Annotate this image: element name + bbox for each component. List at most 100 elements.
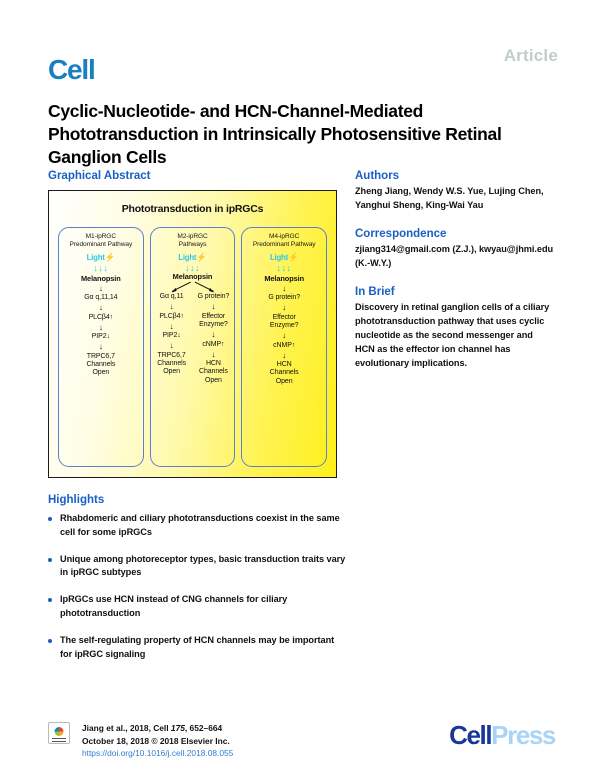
pathway-chain: Melanopsin ↓ Gα q,11,14 ↓ PLCβ4↑ ↓ PIP2↓… bbox=[81, 273, 121, 378]
graphical-abstract-heading: Graphical Abstract bbox=[48, 170, 151, 182]
in-brief-heading: In Brief bbox=[355, 285, 395, 298]
pathway-chain: Melanopsin ↓ G protein? ↓ Effector Enzym… bbox=[264, 273, 304, 387]
light-arrows-icon: ↓↓↓ bbox=[276, 263, 292, 274]
light-arrows-icon: ↓↓↓ bbox=[185, 263, 200, 274]
citation-volume: 175 bbox=[170, 723, 185, 733]
light-text: Light bbox=[269, 253, 289, 263]
pathway-node: G protein? bbox=[268, 294, 301, 302]
down-arrow-icon: ↓ bbox=[282, 350, 287, 360]
lightning-bolt-icon: ⚡ bbox=[196, 252, 207, 263]
down-arrow-icon: ↓ bbox=[282, 303, 287, 313]
branch-arrows-icon bbox=[151, 281, 235, 293]
list-item: Unique among photoreceptor types, basic … bbox=[48, 553, 348, 581]
pathway-node: Gα q,11,14 bbox=[84, 294, 118, 302]
crossmark-bar bbox=[52, 738, 66, 740]
footer-citation-block: Jiang et al., 2018, Cell 175, 652–664 Oc… bbox=[48, 722, 233, 760]
in-brief-block: In Brief Discovery in retinal ganglion c… bbox=[355, 286, 555, 371]
crossmark-dot bbox=[54, 727, 64, 736]
pathway-node: Melanopsin bbox=[81, 273, 121, 283]
authors-heading: Authors bbox=[355, 170, 400, 182]
highlights-heading: Highlights bbox=[48, 494, 105, 506]
authors-block: Authors Zheng Jiang, Wendy W.S. Yue, Luj… bbox=[355, 170, 555, 213]
down-arrow-icon: ↓ bbox=[211, 302, 216, 312]
down-arrow-icon: ↓ bbox=[169, 302, 174, 312]
authors-list: Zheng Jiang, Wendy W.S. Yue, Lujing Chen… bbox=[355, 186, 544, 210]
bullet-icon bbox=[48, 517, 52, 521]
down-arrow-icon: ↓ bbox=[211, 330, 216, 340]
article-type-label: Article bbox=[503, 46, 558, 65]
down-arrow-icon: ↓ bbox=[211, 349, 216, 359]
branch-container: Gα q,11 ↓ PLCβ4↑ ↓ PIP2↓ ↓ TRPC6,7 Chann… bbox=[151, 293, 235, 385]
light-text: Light bbox=[86, 253, 105, 263]
cellpress-logo-cell: Cell bbox=[449, 720, 492, 750]
graphical-abstract-figure: Phototransduction in ipRGCs M1-ipRGC Pre… bbox=[48, 190, 337, 478]
list-item: The self-regulating property of HCN chan… bbox=[48, 634, 348, 662]
pathway-node: Effector Enzyme? bbox=[199, 312, 228, 329]
highlights-list: Rhabdomeric and ciliary phototransductio… bbox=[48, 512, 348, 674]
bullet-icon bbox=[48, 598, 52, 603]
lightning-bolt-icon: ⚡ bbox=[288, 252, 299, 263]
down-arrow-icon: ↓ bbox=[98, 342, 103, 352]
cellpress-logo-press: Press bbox=[491, 720, 556, 750]
doi-link[interactable]: https://doi.org/10.1016/j.cell.2018.08.0… bbox=[82, 748, 234, 759]
down-arrow-icon: ↓ bbox=[98, 283, 103, 293]
pathway-panel-m1: M1-ipRGC Predominant Pathway Light⚡ ↓↓↓ … bbox=[58, 227, 144, 467]
pathway-node: Effector Enzyme? bbox=[269, 313, 299, 330]
lightning-bolt-icon: ⚡ bbox=[104, 252, 116, 263]
correspondence-heading: Correspondence bbox=[355, 227, 447, 240]
branch-right-ciliary: G protein? ↓ Effector Enzyme? ↓ cNMP↑ ↓ … bbox=[193, 293, 235, 385]
correspondence-emails[interactable]: zjiang314@gmail.com (Z.J.), kwyau@jhmi.e… bbox=[355, 243, 554, 268]
pathway-node: TRPC6,7 Channels Open bbox=[86, 352, 116, 377]
down-arrow-icon: ↓ bbox=[169, 341, 174, 351]
list-item: IpRGCs use HCN instead of CNG channels f… bbox=[48, 593, 348, 621]
list-item: Rhabdomeric and ciliary phototransductio… bbox=[48, 512, 348, 540]
crossmark-bar bbox=[52, 741, 66, 743]
light-stimulus-label: Light⚡ bbox=[178, 252, 207, 263]
pathway-node: Melanopsin bbox=[264, 273, 304, 283]
highlight-text: Unique among photoreceptor types, basic … bbox=[60, 553, 346, 578]
pathway-panels: M1-ipRGC Predominant Pathway Light⚡ ↓↓↓ … bbox=[58, 227, 328, 467]
panel-heading: M4-ipRGC Predominant Pathway bbox=[252, 233, 316, 249]
pathway-panel-m2: M2-ipRGC Pathways Light⚡ ↓↓↓ Melanopsin bbox=[149, 227, 236, 467]
pathway-node: G protein? bbox=[197, 293, 230, 301]
highlight-text: The self-regulating property of HCN chan… bbox=[60, 634, 335, 659]
pathway-node: PLCβ4↑ bbox=[88, 313, 114, 321]
pathway-node: PIP2↓ bbox=[162, 332, 181, 340]
pathway-node: cNMP↑ bbox=[273, 341, 296, 349]
metadata-column: Authors Zheng Jiang, Wendy W.S. Yue, Luj… bbox=[355, 170, 555, 386]
branch-left-rhabdomeric: Gα q,11 ↓ PLCβ4↑ ↓ PIP2↓ ↓ TRPC6,7 Chann… bbox=[151, 293, 193, 385]
panel-heading: M2-ipRGC Pathways bbox=[177, 233, 208, 249]
in-brief-text: Discovery in retinal ganglion cells of a… bbox=[355, 301, 550, 368]
cell-journal-logo: Cell bbox=[48, 54, 96, 85]
down-arrow-icon: ↓ bbox=[282, 331, 287, 341]
citation-pages: , 652–664 bbox=[184, 723, 223, 733]
pathway-node: HCN Channels Open bbox=[269, 361, 299, 385]
bullet-icon bbox=[48, 557, 52, 562]
pathway-node: cNMP↑ bbox=[202, 340, 225, 348]
pathway-panel-m4: M4-ipRGC Predominant Pathway Light⚡ ↓↓↓ … bbox=[241, 227, 328, 467]
highlight-text: IpRGCs use HCN instead of CNG channels f… bbox=[60, 594, 288, 618]
highlight-text: Rhabdomeric and ciliary phototransductio… bbox=[60, 513, 340, 537]
figure-title: Phototransduction in ipRGCs bbox=[121, 203, 264, 215]
down-arrow-icon: ↓ bbox=[98, 322, 103, 332]
citation-prefix: Jiang et al., 2018, Cell bbox=[82, 723, 171, 733]
pathway-node: Gα q,11 bbox=[159, 293, 184, 301]
light-text: Light bbox=[178, 253, 197, 263]
citation-line-2: October 18, 2018 © 2018 Elsevier Inc. bbox=[82, 735, 230, 746]
pathway-node: PLCβ4↑ bbox=[159, 312, 184, 320]
light-arrows-icon: ↓↓↓ bbox=[93, 263, 109, 274]
light-stimulus-label: Light⚡ bbox=[269, 252, 299, 263]
down-arrow-icon: ↓ bbox=[98, 303, 103, 313]
down-arrow-icon: ↓ bbox=[169, 321, 174, 331]
down-arrow-icon: ↓ bbox=[282, 283, 287, 293]
page-title: Cyclic-Nucleotide- and HCN-Channel-Media… bbox=[48, 101, 502, 168]
panel-heading: M1-ipRGC Predominant Pathway bbox=[69, 233, 133, 249]
cellpress-logo: CellPress bbox=[449, 720, 556, 750]
pathway-root-node: Melanopsin bbox=[172, 271, 213, 281]
crossmark-logo-icon bbox=[48, 722, 70, 744]
pathway-node: HCN Channels Open bbox=[199, 360, 228, 384]
bullet-icon bbox=[48, 638, 52, 643]
pathway-node: PIP2↓ bbox=[91, 333, 110, 341]
citation-line-1: Jiang et al., 2018, Cell 175, 652–664 bbox=[82, 722, 233, 735]
